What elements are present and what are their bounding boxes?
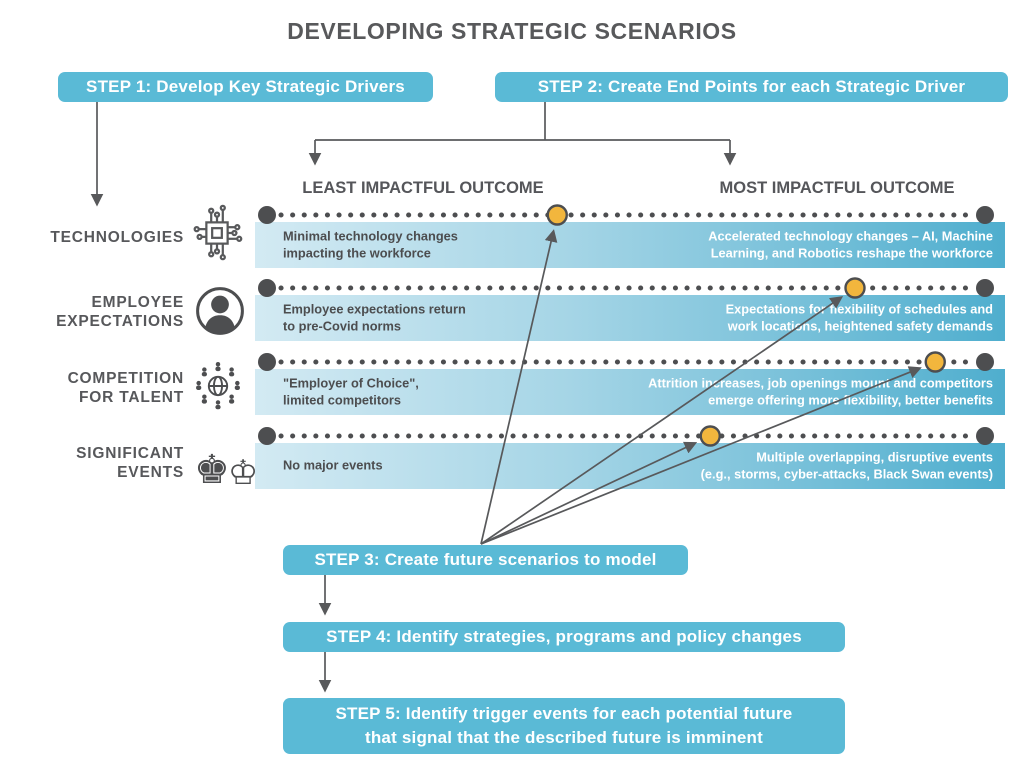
chess-dark-king-glyph: ♚ [194, 447, 230, 493]
step5-label-line1: STEP 5: Identify trigger events for each… [335, 704, 793, 723]
least-outcome-competition-for-talent: "Employer of Choice", limited competitor… [283, 375, 419, 407]
step5-label-line2: that signal that the described future is… [364, 728, 764, 747]
most-outcome-technologies: Accelerated technology changes – AI, Mac… [708, 228, 993, 260]
step1-box: STEP 1: Develop Key Strategic Drivers [58, 72, 433, 102]
band-employee-expectations: Employee expectations return to pre-Covi… [255, 295, 1005, 341]
driver-label-significant-events: SIGNIFICANT EVENTS [76, 445, 184, 481]
microchip-icon [188, 204, 246, 262]
person-icon [192, 283, 250, 341]
step5-box: STEP 5: Identify trigger events for each… [283, 698, 845, 754]
most-outcome-competition-for-talent: Attrition increases, job openings mount … [648, 375, 993, 407]
band-technologies: Minimal technology changes impacting the… [255, 222, 1005, 268]
most-outcome-significant-events: Multiple overlapping, disruptive events … [700, 449, 993, 481]
diagram-title: DEVELOPING STRATEGIC SCENARIOS [287, 18, 737, 44]
step3-box: STEP 3: Create future scenarios to model [283, 545, 688, 575]
step4-label: STEP 4: Identify strategies, programs an… [326, 627, 802, 646]
driver-label-competition-for-talent: COMPETITION FOR TALENT [67, 370, 184, 406]
least-outcome-technologies: Minimal technology changes impacting the… [283, 228, 458, 260]
driver-label-technologies: TECHNOLOGIES [50, 229, 184, 246]
step2-box: STEP 2: Create End Points for each Strat… [495, 72, 1008, 102]
band-significant-events: No major events Multiple overlapping, di… [255, 443, 1005, 489]
step1-label: STEP 1: Develop Key Strategic Drivers [86, 77, 405, 96]
chess-kings-icon: ♚ ♔ [194, 432, 258, 493]
least-outcome-significant-events: No major events [283, 457, 383, 473]
globe-people-icon [189, 357, 247, 415]
step2-label: STEP 2: Create End Points for each Strat… [537, 77, 966, 96]
step3-label: STEP 3: Create future scenarios to model [314, 550, 657, 569]
chess-light-king-glyph: ♔ [227, 453, 259, 493]
driver-label-employee-expectations: EMPLOYEE EXPECTATIONS [56, 294, 184, 330]
most-impactful-header: MOST IMPACTFUL OUTCOME [719, 179, 955, 197]
least-outcome-employee-expectations: Employee expectations return to pre-Covi… [283, 301, 466, 333]
band-competition-for-talent: "Employer of Choice", limited competitor… [255, 369, 1005, 415]
most-outcome-employee-expectations: Expectations for flexibility of schedule… [725, 301, 993, 333]
step4-box: STEP 4: Identify strategies, programs an… [283, 622, 845, 652]
least-impactful-header: LEAST IMPACTFUL OUTCOME [302, 179, 544, 197]
